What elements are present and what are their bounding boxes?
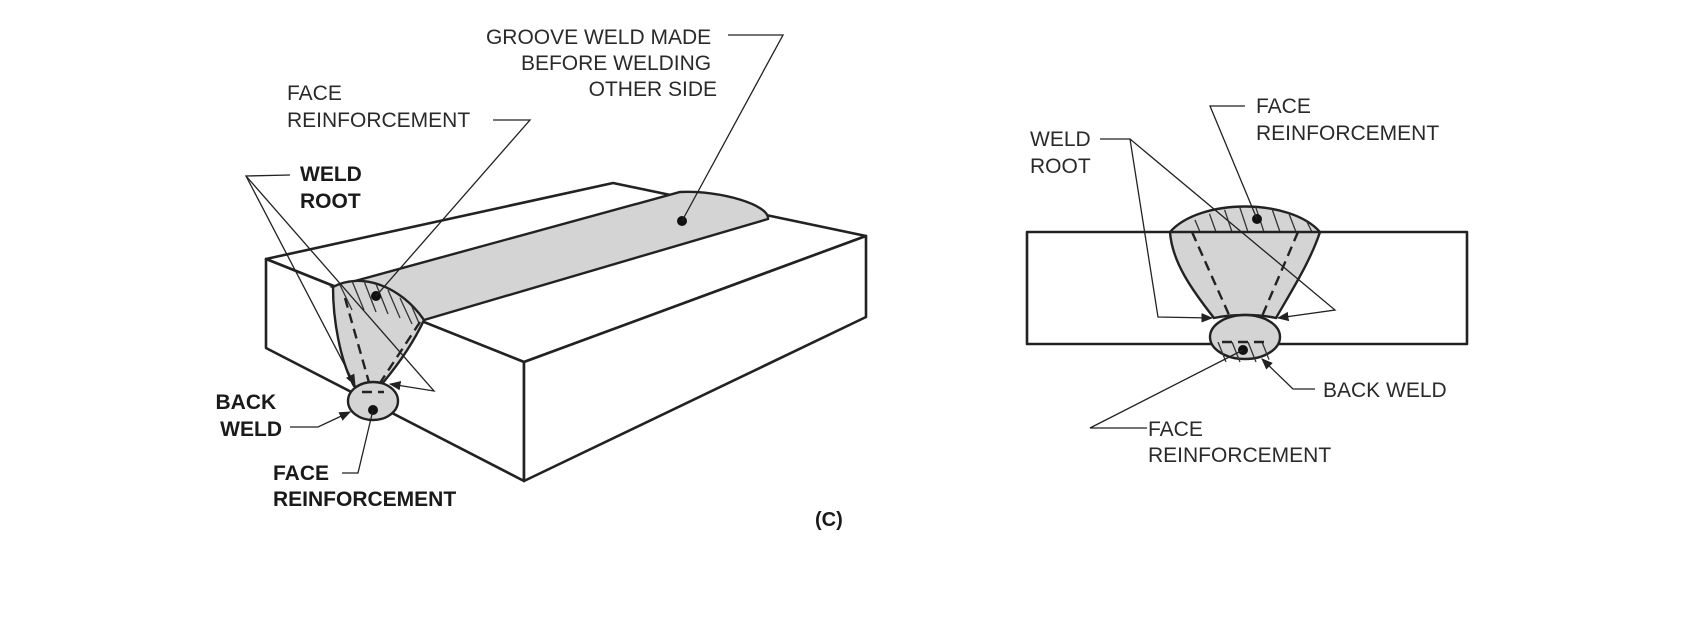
label-groove-weld: GROOVE WELD MADE BEFORE WELDING OTHER SI… [486, 26, 717, 101]
label-back-weld: BACK WELD [215, 391, 282, 441]
leader-face-reinforcement-bottom [342, 409, 374, 474]
left-3d-view: GROOVE WELD MADE BEFORE WELDING OTHER SI… [215, 26, 868, 511]
leader-back-weld [290, 411, 352, 428]
weld-root-dashed-line [343, 297, 422, 387]
leader-groove-weld [681, 34, 785, 222]
label-face-reinforcement-top: FACE REINFORCEMENT [287, 82, 470, 132]
weld-root-dashed-line [1190, 231, 1300, 336]
label-weld-root: WELD ROOT [1030, 128, 1097, 178]
leader-face-reinforcement-top [375, 119, 532, 297]
leader-weld-root-2 [245, 175, 436, 392]
label-face-reinforcement-bottom: FACE REINFORCEMENT [273, 462, 456, 511]
groove-weld-bead [329, 190, 770, 322]
leader-face-reinforcement-top [1209, 105, 1258, 220]
figure-caption: (C) [815, 509, 843, 531]
block-front-face [522, 234, 868, 483]
leader-weld-root-1 [1100, 138, 1214, 323]
label-back-weld: BACK WELD [1323, 379, 1447, 402]
right-section-view: WELD ROOT FACE REINFORCEMENT BACK WELD F… [1025, 95, 1469, 467]
leader-weld-root-2 [1129, 138, 1337, 322]
label-face-reinforcement-top: FACE REINFORCEMENT [1256, 95, 1439, 145]
label-weld-root: WELD ROOT [300, 163, 368, 213]
leader-face-reinforcement-bottom [1089, 349, 1244, 429]
leader-back-weld [1261, 358, 1315, 390]
back-weld [1208, 313, 1282, 361]
label-face-reinforcement-bottom: FACE REINFORCEMENT [1148, 418, 1331, 467]
back-weld [346, 380, 400, 422]
